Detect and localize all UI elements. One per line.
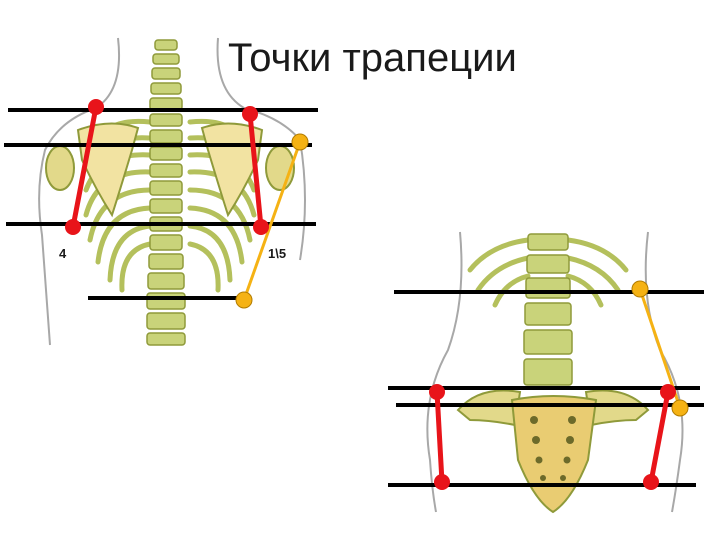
lower-red-point-4 bbox=[643, 474, 659, 490]
upper-back-figure bbox=[4, 37, 318, 346]
lower-back-figure bbox=[388, 231, 704, 514]
lower-body-outline-left bbox=[426, 231, 463, 513]
upper-body-outline bbox=[38, 37, 301, 346]
left-scapula bbox=[76, 122, 140, 218]
upper-red-point-2 bbox=[242, 106, 258, 122]
label-right: 1\5 bbox=[268, 246, 287, 261]
label-left: 4 bbox=[59, 246, 67, 261]
left-iliac-wing bbox=[456, 389, 522, 427]
lower-red-point-1 bbox=[429, 384, 445, 400]
sacral-foramina bbox=[530, 416, 576, 481]
upper-right-arm-outline bbox=[299, 139, 306, 261]
upper-red-point-1 bbox=[88, 99, 104, 115]
lower-red-lines bbox=[434, 389, 671, 485]
upper-red-point-4 bbox=[253, 219, 269, 235]
lower-ribs bbox=[467, 237, 629, 308]
upper-orange-line bbox=[242, 141, 302, 301]
sacrum bbox=[510, 395, 598, 514]
lumbar-spine bbox=[523, 233, 573, 386]
upper-orange-point-2 bbox=[235, 291, 253, 309]
left-humeral-head bbox=[45, 145, 75, 191]
upper-orange-point-1 bbox=[291, 133, 309, 151]
lower-orange-point-2 bbox=[671, 399, 689, 417]
upper-red-point-3 bbox=[65, 219, 81, 235]
upper-spine bbox=[146, 39, 186, 346]
slide-title: Точки трапеции bbox=[228, 36, 517, 80]
lower-red-point-2 bbox=[660, 384, 676, 400]
lower-orange-point-1 bbox=[631, 280, 649, 298]
upper-red-lines bbox=[70, 104, 264, 230]
lower-red-point-3 bbox=[434, 474, 450, 490]
